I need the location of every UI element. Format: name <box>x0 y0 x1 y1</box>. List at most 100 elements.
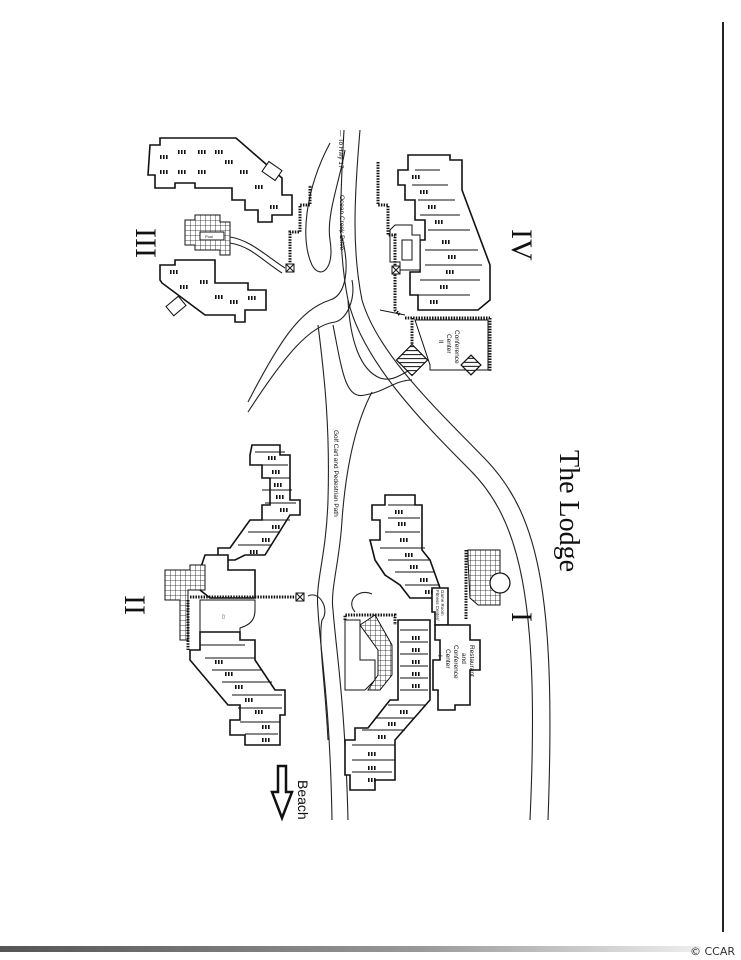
unit-mark <box>274 456 276 460</box>
unit-mark <box>416 565 418 569</box>
unit-mark <box>438 220 440 224</box>
unit-mark <box>368 766 370 770</box>
unit-mark <box>282 495 284 499</box>
connector-ii <box>307 594 329 741</box>
unit-mark <box>428 590 430 594</box>
unit-mark <box>415 660 417 664</box>
unit-mark <box>163 170 165 174</box>
road-labels: — To Hwy 17 Ocean Creek Drive Golf Cart … <box>332 130 345 517</box>
unit-mark <box>405 553 407 557</box>
unit-mark <box>431 590 433 594</box>
conference-center-ii-label: Conference Center II <box>437 330 460 364</box>
unit-mark <box>423 578 425 582</box>
unit-mark <box>274 483 276 487</box>
unit-mark <box>250 550 252 554</box>
unit-mark <box>411 553 413 557</box>
unit-mark <box>286 508 288 512</box>
unit-mark <box>446 285 448 289</box>
unit-mark <box>371 752 373 756</box>
unit-mark <box>268 456 270 460</box>
unit-mark <box>178 170 180 174</box>
building-section-iii[interactable]: Pool III <box>129 137 312 323</box>
unit-mark <box>418 684 420 688</box>
unit-mark <box>256 550 258 554</box>
svg-text:I: I <box>436 655 443 657</box>
unit-mark <box>176 270 178 274</box>
unit-mark <box>374 766 376 770</box>
beach-label: Beach <box>295 780 311 820</box>
unit-mark <box>448 255 450 259</box>
section-i-boardwalk <box>343 613 397 625</box>
section-i-hot-tub <box>489 572 511 594</box>
section-iii-pool <box>199 231 225 241</box>
building-section-ii[interactable]: ▯ II <box>118 444 305 746</box>
unit-mark <box>241 685 243 689</box>
section-ii-label: II <box>118 595 151 615</box>
unit-mark <box>184 170 186 174</box>
unit-mark <box>228 672 230 676</box>
svg-text:II: II <box>437 340 444 344</box>
unit-mark <box>206 280 208 284</box>
unit-mark <box>394 722 396 726</box>
median-curve <box>347 299 411 380</box>
unit-mark <box>418 175 420 179</box>
unit-mark <box>218 295 220 299</box>
unit-mark <box>401 522 403 526</box>
unit-mark <box>446 270 448 274</box>
building-section-iv[interactable]: Conference Center II IV <box>376 154 538 377</box>
unit-mark <box>415 684 417 688</box>
ocean-creek-drive-label: Ocean Creek Drive <box>338 195 345 251</box>
restaurant-conference-center-label: Restaurant and Conference Center I <box>436 645 475 679</box>
unit-mark <box>378 735 380 739</box>
unit-number-marks <box>160 150 456 782</box>
unit-mark <box>418 648 420 652</box>
unit-mark <box>420 578 422 582</box>
unit-mark <box>371 778 373 782</box>
unit-mark <box>276 205 278 209</box>
unit-mark <box>413 565 415 569</box>
section-ii-boardwalk <box>186 595 300 650</box>
unit-mark <box>434 205 436 209</box>
section-iii-gate-icon <box>285 263 295 273</box>
unit-mark <box>448 240 450 244</box>
unit-mark <box>225 160 227 164</box>
building-section-i[interactable]: Fitness Center/ Game Room Restaurant and… <box>343 494 538 791</box>
unit-mark <box>368 778 370 782</box>
unit-mark <box>218 150 220 154</box>
unit-mark <box>278 525 280 529</box>
unit-mark <box>255 710 257 714</box>
section-iv-boardwalk <box>376 162 402 317</box>
unit-mark <box>236 300 238 304</box>
section-i-south-units <box>352 629 428 773</box>
unit-mark <box>368 752 370 756</box>
golf-cart-path-edge-left <box>316 324 333 821</box>
golf-cart-path-edge-right <box>331 324 413 821</box>
unit-mark <box>415 672 417 676</box>
section-i-north-units <box>380 504 440 586</box>
unit-mark <box>262 738 264 742</box>
unit-mark <box>279 495 281 499</box>
unit-mark <box>412 175 414 179</box>
unit-mark <box>374 778 376 782</box>
unit-mark <box>203 280 205 284</box>
unit-mark <box>181 170 183 174</box>
svg-text:and: and <box>460 653 467 664</box>
unit-mark <box>423 190 425 194</box>
unit-mark <box>230 300 232 304</box>
section-iv-pool <box>401 239 413 261</box>
unit-mark <box>166 155 168 159</box>
unit-mark <box>395 510 397 514</box>
unit-mark <box>258 185 260 189</box>
unit-mark <box>231 672 233 676</box>
page-bottom-shadow <box>0 946 700 952</box>
unit-mark <box>265 538 267 542</box>
unit-mark <box>186 285 188 289</box>
unit-mark <box>268 725 270 729</box>
unit-mark <box>426 578 428 582</box>
unit-mark <box>183 285 185 289</box>
unit-mark <box>245 698 247 702</box>
unit-mark <box>452 270 454 274</box>
ocean-creek-drive-edge-left <box>340 129 534 821</box>
unit-mark <box>248 698 250 702</box>
section-ii-pool-label: ▯ <box>222 614 225 620</box>
